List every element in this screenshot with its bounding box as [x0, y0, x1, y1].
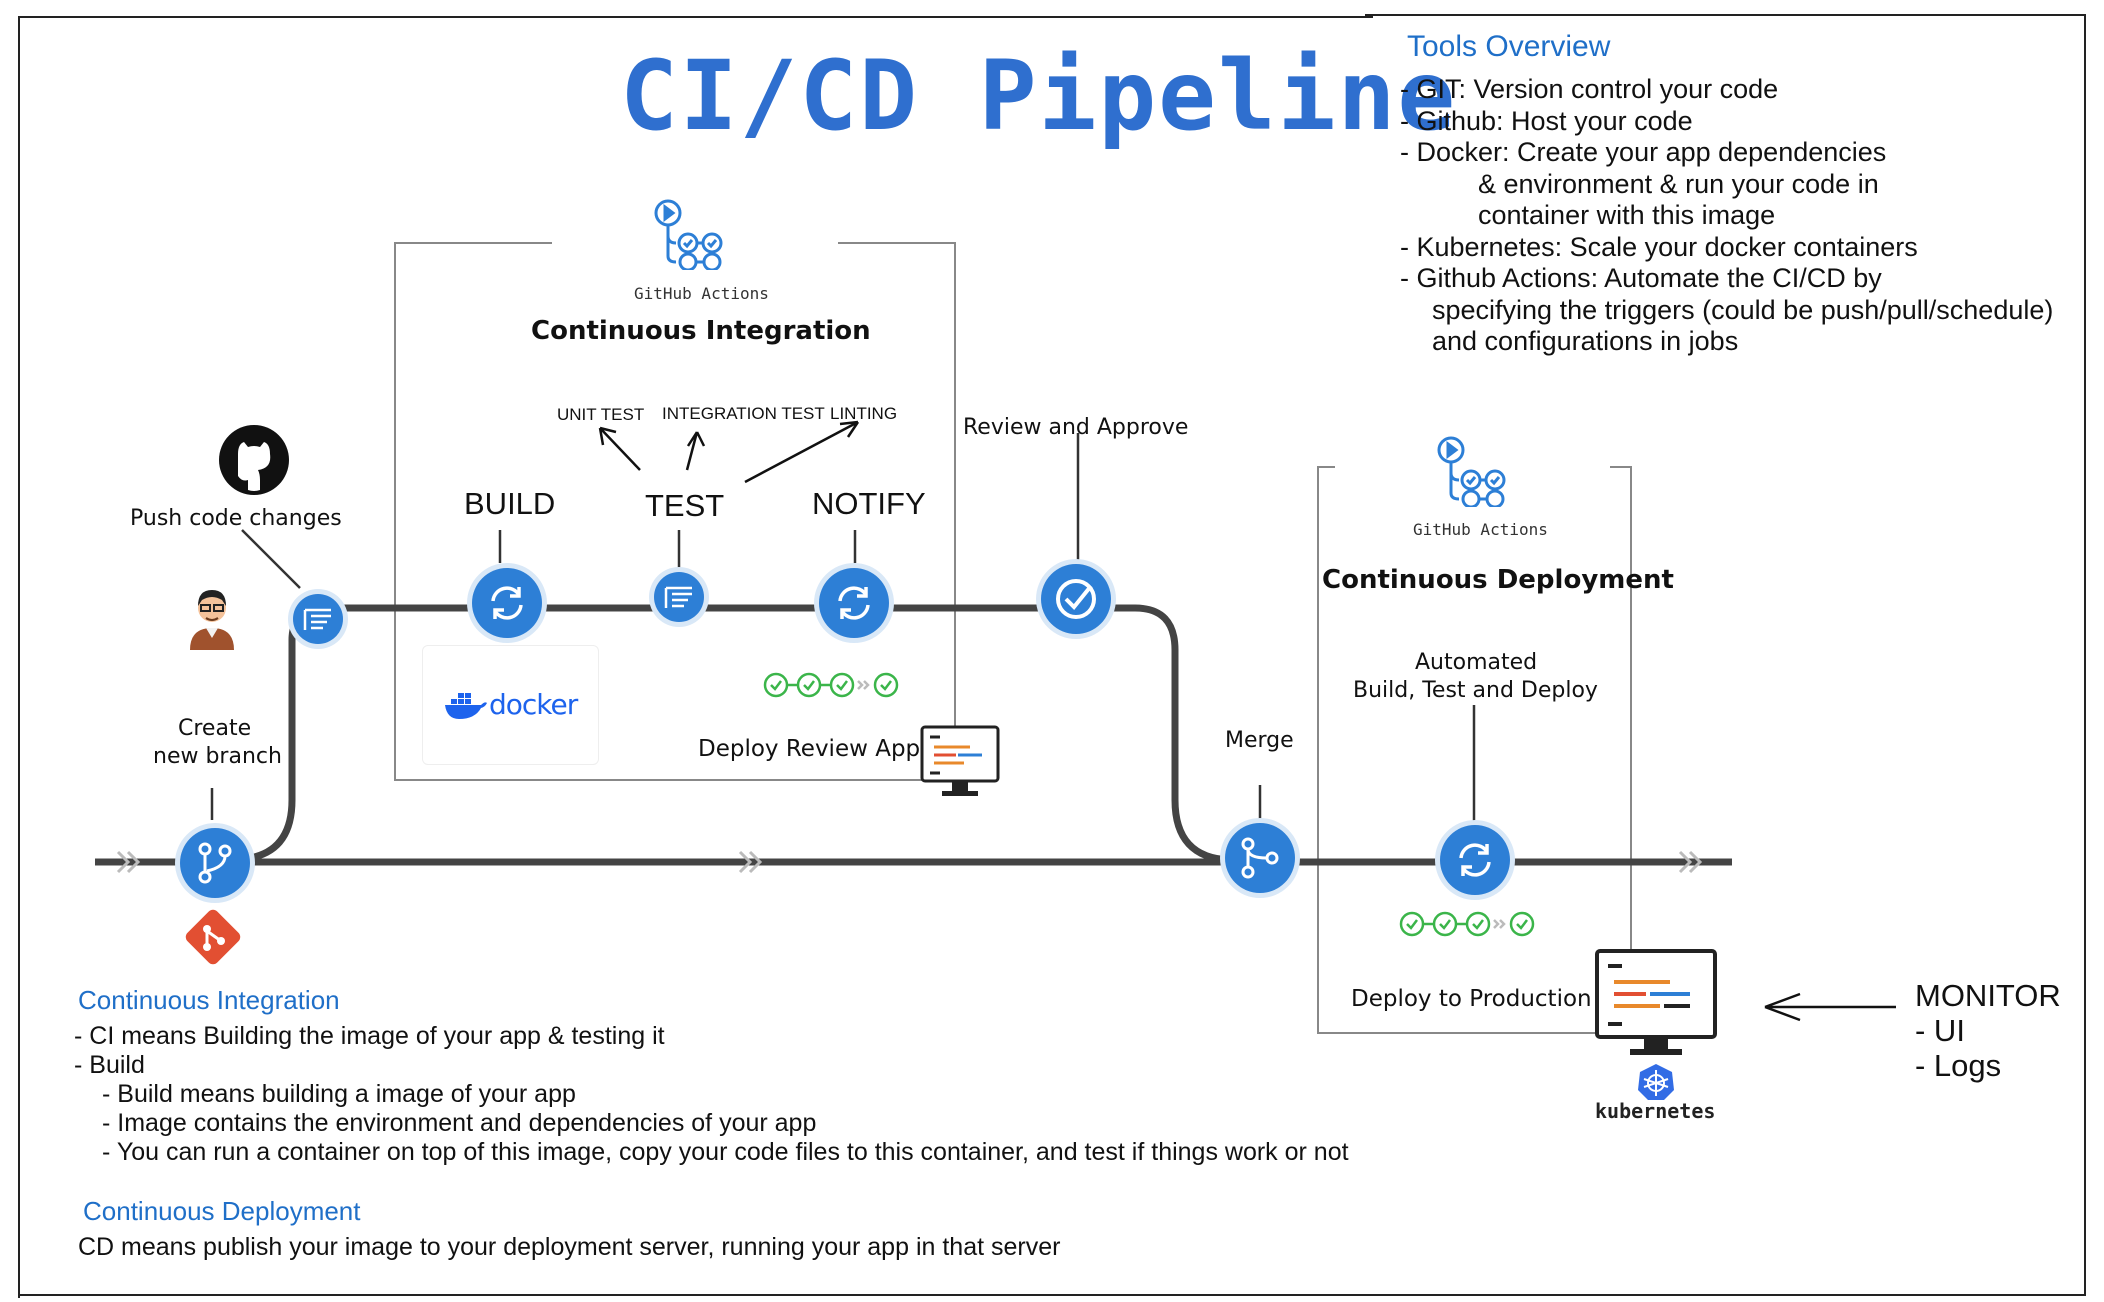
developer-avatar [190, 590, 234, 650]
cd-gh-label: GitHub Actions [1413, 520, 1548, 539]
tools-heading: Tools Overview [1407, 30, 1611, 63]
deploy-prod-label: Deploy to Production [1351, 986, 1592, 1012]
frame-left [18, 16, 20, 1298]
ci-box-outline [394, 242, 956, 781]
docker-label: docker [489, 688, 578, 721]
deploy-review-label: Deploy Review App [698, 736, 921, 762]
refresh-icon [491, 586, 523, 620]
tools-list: - GIT: Version control your code - Githu… [1400, 74, 2053, 358]
frame-right [2084, 14, 2086, 1294]
monitor-arrow [1764, 992, 1896, 1022]
monitor-icon [1595, 949, 1717, 1055]
refresh-icon [1459, 843, 1491, 877]
git-icon [185, 909, 241, 965]
frame-top [18, 16, 1373, 18]
page-title: CI/CD Pipeline [620, 40, 1458, 152]
document-icon [664, 586, 692, 608]
ci-gh-label: GitHub Actions [634, 284, 769, 303]
merge-icon [1241, 837, 1279, 879]
check-chain-ci [763, 672, 899, 698]
github-actions-icon [654, 199, 723, 270]
tools-line: specifying the triggers (could be push/p… [1432, 294, 2054, 325]
tools-line: and configurations in jobs [1432, 326, 1739, 356]
feature-branch-line [249, 604, 1231, 864]
check-circle-icon [1056, 579, 1096, 619]
push-label: Push code changes [130, 506, 342, 531]
docker-card: docker [422, 645, 599, 765]
check-chain-cd [1399, 911, 1535, 937]
create-branch-node[interactable] [180, 828, 250, 898]
kubernetes-icon [1638, 1064, 1674, 1100]
document-icon [303, 608, 331, 630]
cd-note-line: CD means publish your image to your depl… [78, 1233, 1061, 1261]
cd-heading: Continuous Deployment [1322, 565, 1674, 595]
unit-test-label: UNIT TEST [557, 405, 645, 424]
refresh-icon [838, 586, 870, 620]
monitor-icon [920, 725, 1000, 796]
monitor-title: MONITOR [1915, 978, 2061, 1013]
create-label-1: Create [178, 716, 252, 741]
ci-note-line: - You can run a container on top of this… [102, 1138, 1349, 1166]
ci-note-line: - Image contains the environment and dep… [102, 1109, 817, 1137]
docker-icon [445, 693, 487, 719]
connector-stems [210, 433, 1476, 822]
monitor-block: MONITOR - UI - Logs [1915, 978, 2061, 1083]
cd-box-outline [1317, 466, 1632, 1034]
ci-notes-heading: Continuous Integration [78, 985, 340, 1015]
linting-label: LINTING [830, 404, 898, 423]
auto-label-1: Automated [1415, 650, 1538, 675]
frame-bottom [18, 1294, 2086, 1296]
kubernetes-label: kubernetes [1595, 1099, 1716, 1123]
branch-icon [198, 842, 232, 884]
notify-label: NOTIFY [812, 486, 926, 521]
integration-test-label: INTEGRATION TEST [662, 404, 825, 423]
ci-note-line: - CI means Building the image of your ap… [74, 1022, 665, 1050]
monitor-item: - UI [1915, 1013, 1965, 1048]
review-label: Review and Approve [963, 415, 1189, 440]
github-icon [219, 425, 289, 495]
cd-notes-heading: Continuous Deployment [83, 1196, 361, 1226]
merge-node[interactable] [1225, 823, 1295, 893]
auto-label-2: Build, Test and Deploy [1353, 678, 1598, 703]
create-label-2: new branch [153, 744, 282, 769]
deploy-node[interactable] [1440, 825, 1510, 895]
review-node[interactable] [1041, 564, 1111, 634]
test-node[interactable] [654, 572, 704, 622]
tools-line: & environment & run your code in [1478, 168, 1879, 199]
tools-line: - Docker: Create your app dependencies [1400, 137, 1887, 167]
ci-note-line: - Build [74, 1051, 145, 1079]
tools-line: - Github: Host your code [1400, 105, 1693, 136]
push-node[interactable] [293, 594, 343, 644]
tools-line: - Github Actions: Automate the CI/CD by [1400, 263, 1882, 293]
test-arrows [598, 420, 860, 484]
tools-line: - GIT: Version control your code [1400, 74, 1779, 104]
ci-heading: Continuous Integration [531, 316, 871, 346]
merge-label: Merge [1225, 728, 1294, 753]
github-actions-icon [1437, 436, 1506, 507]
tools-line: - Kubernetes: Scale your docker containe… [1400, 231, 1918, 262]
build-node[interactable] [472, 568, 542, 638]
monitor-item: - Logs [1915, 1048, 2002, 1083]
test-label: TEST [645, 488, 725, 523]
notify-node[interactable] [819, 568, 889, 638]
tools-line: container with this image [1478, 200, 1776, 230]
build-label: BUILD [464, 486, 556, 521]
ci-note-line: - Build means building a image of your a… [102, 1080, 576, 1108]
chevron-marks [116, 850, 1703, 874]
frame-top-right [1365, 14, 2085, 16]
